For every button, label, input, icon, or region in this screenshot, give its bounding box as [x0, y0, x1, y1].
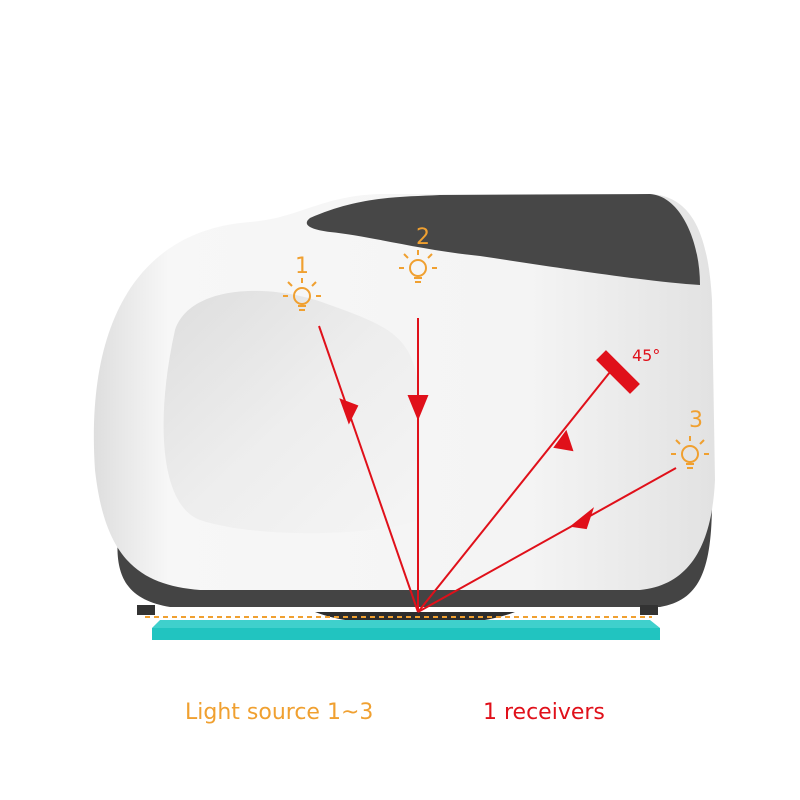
- ray-to-receiver: [417, 371, 611, 613]
- receiver-sensor: [596, 350, 640, 394]
- light-source-3: 3: [671, 408, 709, 469]
- sample-plate-top: [152, 628, 660, 640]
- receiver-angle-label: 45°: [632, 346, 660, 365]
- device-foot-right: [640, 605, 658, 615]
- light-source-2: 2: [399, 225, 437, 283]
- sample-plate-edge: [152, 620, 660, 628]
- ray-3-arrow: [569, 507, 595, 530]
- device-top-band: [306, 194, 700, 285]
- bulb-icon: [671, 436, 709, 469]
- device-side-recess: [163, 290, 420, 534]
- receiver-45: 45°: [596, 346, 660, 394]
- caption-receivers: 1 receivers: [483, 700, 605, 725]
- source-3-number: 3: [689, 408, 703, 433]
- light-rays: [318, 318, 677, 613]
- ray-1-arrow: [339, 398, 359, 425]
- source-2-number: 2: [416, 225, 430, 250]
- sample-plate: [145, 616, 660, 640]
- bulb-icon: [283, 278, 321, 311]
- source-1-number: 1: [295, 254, 309, 279]
- caption-light-source: Light source 1~3: [185, 700, 374, 725]
- ray-source-1: [318, 325, 419, 613]
- bulb-icon: [399, 250, 437, 283]
- ray-source-3: [417, 467, 677, 613]
- ray-2-arrow: [407, 395, 429, 421]
- ray-receiver-arrow: [553, 429, 574, 452]
- device-foot-left: [137, 605, 155, 615]
- device-body: [93, 194, 716, 626]
- light-source-1: 1: [283, 254, 321, 311]
